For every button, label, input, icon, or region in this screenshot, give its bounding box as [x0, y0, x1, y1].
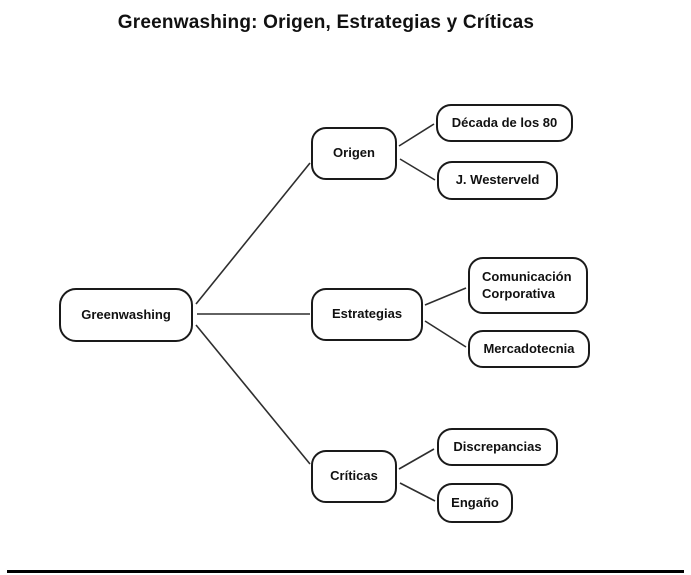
edge-root-origen	[195, 162, 311, 305]
node-estrategias: Estrategias	[311, 288, 423, 341]
diagram-title: Greenwashing: Origen, Estrategias y Crít…	[117, 12, 535, 33]
node-label: Estrategias	[331, 306, 403, 322]
edge-origen-decada	[398, 123, 435, 147]
bottom-divider	[7, 570, 684, 573]
edge-root-criticas	[195, 324, 311, 465]
node-origen: Origen	[311, 127, 397, 180]
node-engano: Engaño	[437, 483, 513, 523]
node-j-westerveld: J. Westerveld	[437, 161, 558, 200]
node-criticas: Críticas	[311, 450, 397, 503]
edge-estrategias-mercadotecnia	[424, 320, 467, 348]
node-mercadotecnia: Mercadotecnia	[468, 330, 590, 368]
node-label: Origen	[333, 145, 375, 161]
node-label: Comunicación Corporativa	[482, 268, 572, 301]
edge-criticas-discrepancias	[398, 448, 435, 470]
edge-criticas-engano	[399, 482, 436, 502]
node-label: Engaño	[451, 494, 499, 510]
node-decada-de-los-80: Década de los 80	[436, 104, 573, 142]
node-greenwashing: Greenwashing	[59, 288, 193, 342]
node-comunicacion-corporativa: Comunicación Corporativa	[468, 257, 588, 314]
edge-estrategias-comunicacion	[424, 287, 467, 306]
edge-origen-westerveld	[399, 158, 436, 181]
node-label: Discrepancias	[453, 438, 542, 454]
node-label: Década de los 80	[451, 114, 558, 130]
node-discrepancias: Discrepancias	[437, 428, 558, 466]
node-label: J. Westerveld	[455, 172, 540, 188]
node-label: Greenwashing	[81, 306, 171, 322]
node-label: Críticas	[330, 468, 378, 484]
node-label: Mercadotecnia	[483, 340, 575, 356]
